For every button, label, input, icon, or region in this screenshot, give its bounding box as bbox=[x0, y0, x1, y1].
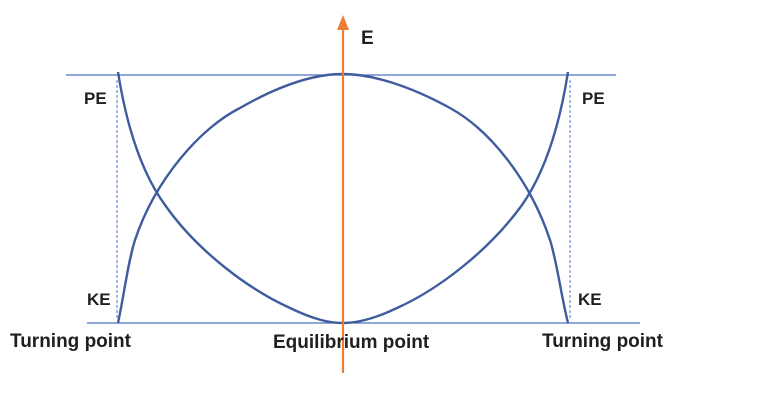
pe-label-left: PE bbox=[84, 89, 107, 108]
ke-label-right: KE bbox=[578, 290, 602, 309]
ke-label-left: KE bbox=[87, 290, 111, 309]
pe-label-right: PE bbox=[582, 89, 605, 108]
turning-point-label-right: Turning point bbox=[542, 331, 664, 352]
turning-point-label-left: Turning point bbox=[10, 331, 132, 352]
axis-label-e: E bbox=[361, 28, 374, 49]
equilibrium-point-label: Equilibrium point bbox=[273, 332, 430, 353]
energy-axis-arrowhead bbox=[337, 15, 349, 30]
